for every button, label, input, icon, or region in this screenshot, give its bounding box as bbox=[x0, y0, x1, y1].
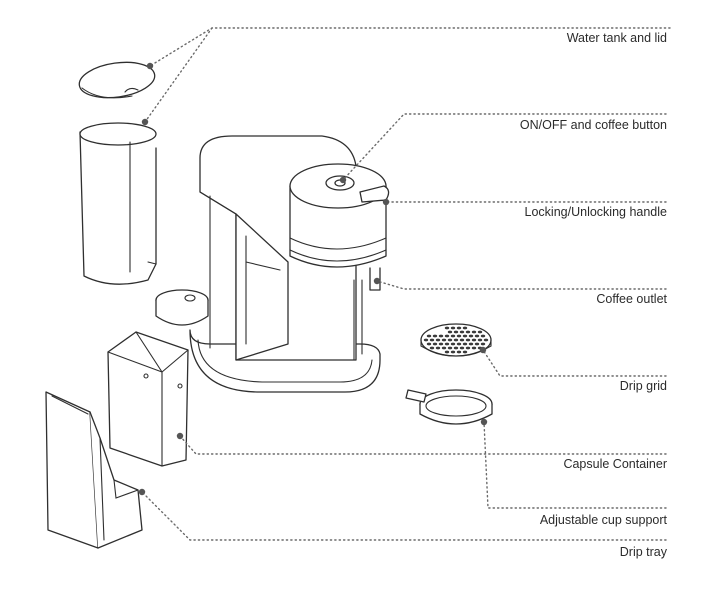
drip-grid-hole bbox=[474, 334, 480, 338]
drip-grid-hole bbox=[453, 338, 459, 342]
drip-grid-hole bbox=[438, 334, 444, 338]
capsule-container bbox=[107, 331, 189, 467]
drip-grid-hole bbox=[483, 338, 489, 342]
leader-water-tank-secondary bbox=[144, 27, 213, 123]
drip-grid-hole bbox=[459, 330, 465, 334]
drip-grid-hole bbox=[471, 346, 477, 350]
drip-grid-hole bbox=[450, 342, 456, 346]
drip-grid-hole bbox=[429, 338, 435, 342]
leader-dot-outlet bbox=[373, 277, 381, 285]
leader-drip-tray bbox=[141, 491, 667, 541]
leader-drip-grid bbox=[482, 349, 667, 377]
label-capsule-container: Capsule Container bbox=[563, 457, 667, 471]
drip-grid-hole bbox=[432, 334, 438, 338]
leader-dot-capsule bbox=[176, 432, 184, 440]
label-cup-support: Adjustable cup support bbox=[539, 513, 667, 527]
drip-tray bbox=[45, 391, 143, 549]
label-drip-grid: Drip grid bbox=[619, 379, 667, 393]
leader-dot-cup-support bbox=[480, 418, 488, 426]
leader-dot-water-tank bbox=[146, 62, 154, 70]
label-locking-handle: Locking/Unlocking handle bbox=[524, 205, 667, 219]
label-coffee-outlet: Coffee outlet bbox=[596, 292, 667, 306]
drip-grid-hole bbox=[480, 334, 486, 338]
drip-grid-hole bbox=[465, 330, 471, 334]
drip-grid-hole bbox=[474, 342, 480, 346]
label-onoff-button: ON/OFF and coffee button bbox=[519, 118, 667, 132]
leader-dot-onoff bbox=[339, 176, 347, 184]
leader-lines bbox=[138, 27, 671, 541]
drip-grid-hole bbox=[447, 330, 453, 334]
drip-grid-hole bbox=[435, 338, 441, 342]
drip-grid-hole bbox=[477, 338, 483, 342]
drip-grid-hole bbox=[471, 338, 477, 342]
drip-grid-hole bbox=[456, 326, 462, 330]
cup-support bbox=[405, 389, 493, 425]
drip-grid-hole bbox=[435, 346, 441, 350]
coffee-machine-body bbox=[155, 135, 390, 393]
drip-grid-hole bbox=[450, 334, 456, 338]
drip-grid-hole bbox=[447, 338, 453, 342]
drip-grid-hole bbox=[462, 334, 468, 338]
water-tank-lid bbox=[78, 61, 156, 99]
label-water-tank: Water tank and lid bbox=[566, 31, 667, 45]
drip-grid-hole bbox=[438, 342, 444, 346]
drip-grid-hole bbox=[450, 326, 456, 330]
drip-grid-hole bbox=[444, 326, 450, 330]
drip-grid-hole bbox=[444, 342, 450, 346]
leader-outlet bbox=[376, 280, 667, 290]
drip-grid-hole bbox=[456, 350, 462, 354]
drip-grid-hole bbox=[462, 326, 468, 330]
leader-onoff bbox=[342, 113, 667, 181]
drip-grid-hole bbox=[459, 346, 465, 350]
drip-grid-hole bbox=[477, 330, 483, 334]
drip-grid-hole bbox=[456, 334, 462, 338]
leader-capsule bbox=[179, 435, 667, 455]
leader-dot-drip-grid bbox=[479, 346, 487, 354]
drip-grid bbox=[420, 323, 492, 357]
drip-grid-hole bbox=[426, 342, 432, 346]
drip-grid-hole bbox=[441, 338, 447, 342]
drip-grid-hole bbox=[459, 338, 465, 342]
drip-grid-hole bbox=[453, 346, 459, 350]
drip-grid-hole bbox=[462, 342, 468, 346]
drip-grid-hole bbox=[465, 346, 471, 350]
drip-grid-hole bbox=[453, 330, 459, 334]
drip-grid-hole bbox=[447, 346, 453, 350]
drip-grid-hole bbox=[444, 350, 450, 354]
drip-grid-hole bbox=[450, 350, 456, 354]
label-drip-tray: Drip tray bbox=[619, 545, 667, 559]
water-tank bbox=[79, 122, 157, 285]
drip-grid-hole bbox=[468, 334, 474, 338]
drip-grid-hole bbox=[462, 350, 468, 354]
drip-grid-hole bbox=[429, 346, 435, 350]
drip-grid-hole bbox=[471, 330, 477, 334]
drip-grid-hole bbox=[480, 342, 486, 346]
drip-grid-hole bbox=[441, 346, 447, 350]
leader-dot-drip-tray bbox=[138, 488, 146, 496]
drip-grid-hole bbox=[456, 342, 462, 346]
drip-grid-hole bbox=[444, 334, 450, 338]
drip-grid-hole bbox=[423, 338, 429, 342]
drip-grid-hole bbox=[426, 334, 432, 338]
drip-grid-hole bbox=[468, 342, 474, 346]
leader-dot-water-tank-secondary bbox=[141, 118, 149, 126]
leader-dot-locking bbox=[382, 198, 390, 206]
drip-grid-hole bbox=[432, 342, 438, 346]
drip-grid-hole bbox=[465, 338, 471, 342]
